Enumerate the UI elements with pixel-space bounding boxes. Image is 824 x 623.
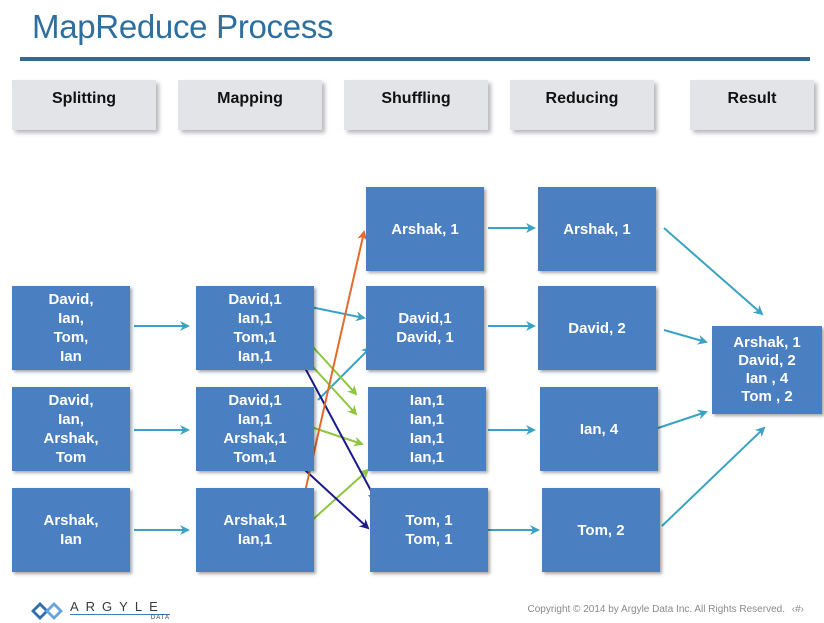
result-line: David, 2 (738, 352, 796, 369)
shuffle-4-line: Tom, 1 (405, 531, 453, 548)
result-line: Tom , 2 (741, 388, 793, 405)
split-3-line: Ian (60, 531, 82, 548)
result-line: Arshak, 1 (733, 334, 801, 351)
shuffle-4-line: Tom, 1 (405, 512, 453, 529)
result-box: Arshak, 1 David, 2 Ian , 4 Tom , 2 (712, 326, 822, 414)
map-box-3: Arshak,1 Ian,1 (196, 488, 314, 572)
stage-header-shuffling: Shuffling (344, 80, 488, 130)
argyle-logo: ARGYLE DATA (30, 599, 170, 623)
reduce-box-1: Arshak, 1 (538, 187, 656, 271)
reduce-box-3: Ian, 4 (540, 387, 658, 471)
arrow-map2-david (317, 346, 372, 401)
title-underline (20, 57, 810, 61)
shuffle-3-line: Ian,1 (409, 449, 445, 466)
stage-header-splitting: Splitting (12, 80, 156, 130)
logo-wordmark: ARGYLE (70, 599, 165, 614)
split-1-line: Tom, (53, 329, 89, 346)
split-2-line: Tom (55, 449, 87, 466)
stage-header-mapping: Mapping (178, 80, 322, 130)
shuffle-box-3: Ian,1 Ian,1 Ian,1 Ian,1 (368, 387, 486, 471)
map-1-line: Tom,1 (233, 329, 277, 346)
arrow-reduce3-result (651, 409, 708, 431)
split-box-1: David, Ian, Tom, Ian (12, 286, 130, 370)
map-2-line: David,1 (228, 392, 282, 409)
split-2-line: Arshak, (43, 430, 99, 447)
page-title: MapReduce Process (32, 8, 334, 45)
reduce-3-line: Ian, 4 (579, 420, 619, 438)
map-2-line: Arshak,1 (223, 430, 287, 447)
shuffle-1-line: Arshak, 1 (391, 220, 459, 238)
stage-header-result: Result (690, 80, 814, 130)
split-1-line: Ian, (58, 310, 84, 327)
map-1-line: David,1 (228, 291, 282, 308)
arrow-reduce4-result (661, 426, 766, 527)
reduce-4-line: Tom, 2 (577, 521, 625, 539)
shuffle-2-line: David, 1 (396, 329, 454, 346)
map-3-line: Arshak,1 (223, 512, 287, 529)
map-2-line: Tom,1 (233, 449, 277, 466)
arrow-reduce1-result (663, 227, 764, 316)
arrow-reduce2-result (663, 329, 708, 345)
reduce-1-line: Arshak, 1 (563, 220, 631, 238)
reduce-2-line: David, 2 (568, 319, 626, 337)
arrow-map-arshak (299, 230, 368, 515)
split-1-line: Ian (60, 348, 82, 365)
argyle-diamond-icon (31, 602, 63, 620)
map-2-line: Ian,1 (237, 411, 273, 428)
shuffle-box-4: Tom, 1 Tom, 1 (370, 488, 488, 572)
map-box-1: David,1 Ian,1 Tom,1 Ian,1 (196, 286, 314, 370)
split-box-2: David, Ian, Arshak, Tom (12, 387, 130, 471)
split-3-line: Arshak, (43, 512, 99, 529)
map-box-2: David,1 Ian,1 Arshak,1 Tom,1 (196, 387, 314, 471)
shuffle-3-line: Ian,1 (409, 392, 445, 409)
reduce-box-2: David, 2 (538, 286, 656, 370)
map-3-line: Ian,1 (237, 531, 273, 548)
copyright-text: Copyright © 2014 by Argyle Data Inc. All… (527, 604, 785, 615)
shuffle-2-line: David,1 (398, 310, 452, 327)
shuffle-box-2: David,1 David, 1 (366, 286, 484, 370)
logo-subtext: DATA (70, 614, 170, 622)
copyright-footer: Copyright © 2014 by Argyle Data Inc. All… (527, 604, 804, 615)
reduce-box-4: Tom, 2 (542, 488, 660, 572)
split-box-3: Arshak, Ian (12, 488, 130, 572)
split-2-line: David, (48, 392, 94, 409)
split-1-line: David, (48, 291, 94, 308)
result-line: Ian , 4 (745, 370, 789, 387)
split-2-line: Ian, (58, 411, 84, 428)
map-1-line: Ian,1 (237, 310, 273, 327)
shuffle-3-line: Ian,1 (409, 411, 445, 428)
page-number-mark: ‹#› (791, 604, 804, 615)
stage-header-reducing: Reducing (510, 80, 654, 130)
map-1-line: Ian,1 (237, 348, 273, 365)
shuffle-3-line: Ian,1 (409, 430, 445, 447)
shuffle-box-1: Arshak, 1 (366, 187, 484, 271)
